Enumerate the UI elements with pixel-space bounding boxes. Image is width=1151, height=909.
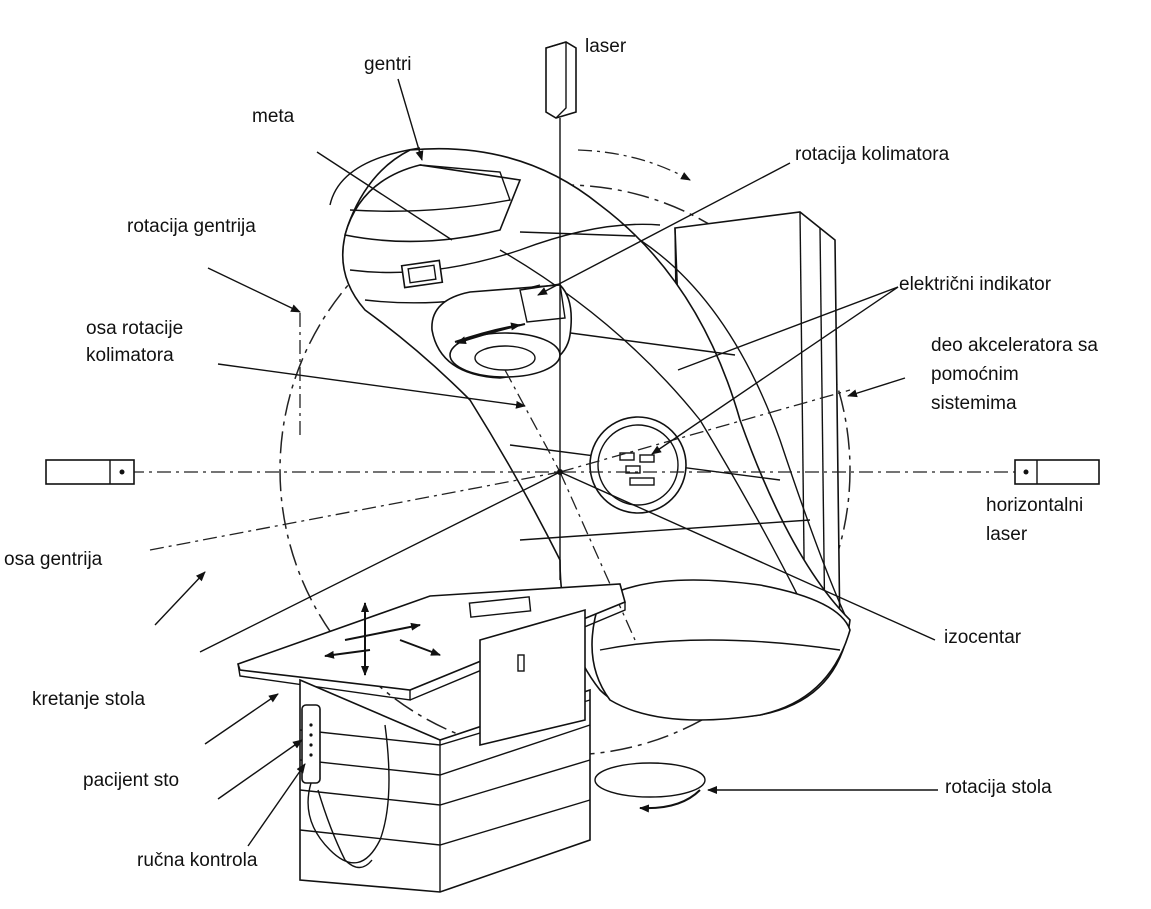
label-kolimatora: kolimatora xyxy=(86,345,174,366)
label-rotacija-kolimatora: rotacija kolimatora xyxy=(795,144,950,165)
gantry-axis-line xyxy=(149,471,561,551)
electrical-indicator xyxy=(589,416,687,514)
gantry-arm xyxy=(329,147,851,721)
label-meta: meta xyxy=(252,106,295,127)
collimator xyxy=(431,283,573,379)
label-laser: laser xyxy=(585,36,627,57)
label-horizontalni-laser: laser xyxy=(986,524,1028,545)
label-deo-akceleratora-3: sistemima xyxy=(931,393,1017,414)
label-pacijent-sto: pacijent sto xyxy=(83,770,180,791)
isocenter-point xyxy=(557,469,563,475)
label-izocentar: izocentar xyxy=(944,627,1022,648)
label-osa-gentrija: osa gentrija xyxy=(4,549,103,570)
label-osa-rotacije: osa rotacije xyxy=(86,318,184,339)
gantry-head xyxy=(344,164,522,289)
label-kretanje-stola: kretanje stola xyxy=(32,689,146,710)
label-deo-akceleratora-1: deo akceleratora sa xyxy=(931,335,1098,356)
right-laser xyxy=(1014,459,1100,485)
top-laser xyxy=(545,41,577,119)
label-horizontalni: horizontalni xyxy=(986,495,1084,516)
left-laser xyxy=(45,459,135,485)
label-elektricni-indikator: električni indikator xyxy=(899,274,1052,295)
label-rotacija-stola: rotacija stola xyxy=(945,777,1052,798)
label-deo-akceleratora-2: pomoćnim xyxy=(931,364,1019,385)
treatment-couch xyxy=(236,583,706,893)
leader-lines xyxy=(154,78,938,847)
label-gentri: gentri xyxy=(364,54,412,75)
label-rucna-kontrola: ručna kontrola xyxy=(137,850,258,871)
label-rotacija-gentrija: rotacija gentrija xyxy=(127,216,256,237)
